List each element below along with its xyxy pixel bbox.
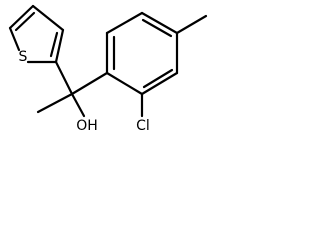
bond-c4-c5 bbox=[8, 4, 35, 30]
bond-c5-s bbox=[8, 26, 21, 52]
bond-b4-b5 bbox=[140, 11, 179, 35]
ring-substituents bbox=[140, 14, 208, 118]
chlorine-label: Cl bbox=[136, 118, 150, 134]
bond-c4-c5-inner bbox=[14, 11, 36, 32]
bond-c3-c4 bbox=[31, 4, 65, 32]
bond-b2-b3-inner bbox=[142, 68, 174, 89]
bond-ccentral-oh bbox=[70, 92, 86, 118]
bond-thienyl-ccentral bbox=[54, 60, 74, 96]
bond-c2-c3 bbox=[54, 28, 65, 64]
sulfur-label: S bbox=[19, 49, 28, 65]
benzene-ring bbox=[105, 11, 179, 96]
bond-c2-c3-inner bbox=[49, 31, 59, 58]
bond-b2-b3 bbox=[140, 71, 179, 96]
hydroxyl-label: OH bbox=[76, 118, 98, 134]
structure-diagram: S OH Cl bbox=[0, 0, 214, 150]
central-carbon-bonds bbox=[36, 60, 109, 118]
bond-b4-b5-inner bbox=[141, 18, 173, 38]
bond-b1-b2 bbox=[105, 71, 144, 96]
bond-ccentral-aryl bbox=[70, 71, 109, 96]
bond-ccentral-methyl bbox=[36, 92, 74, 114]
thiophene-ring bbox=[8, 4, 65, 64]
bond-b5-b6 bbox=[105, 11, 144, 35]
bond-b4-methyl bbox=[175, 14, 208, 35]
